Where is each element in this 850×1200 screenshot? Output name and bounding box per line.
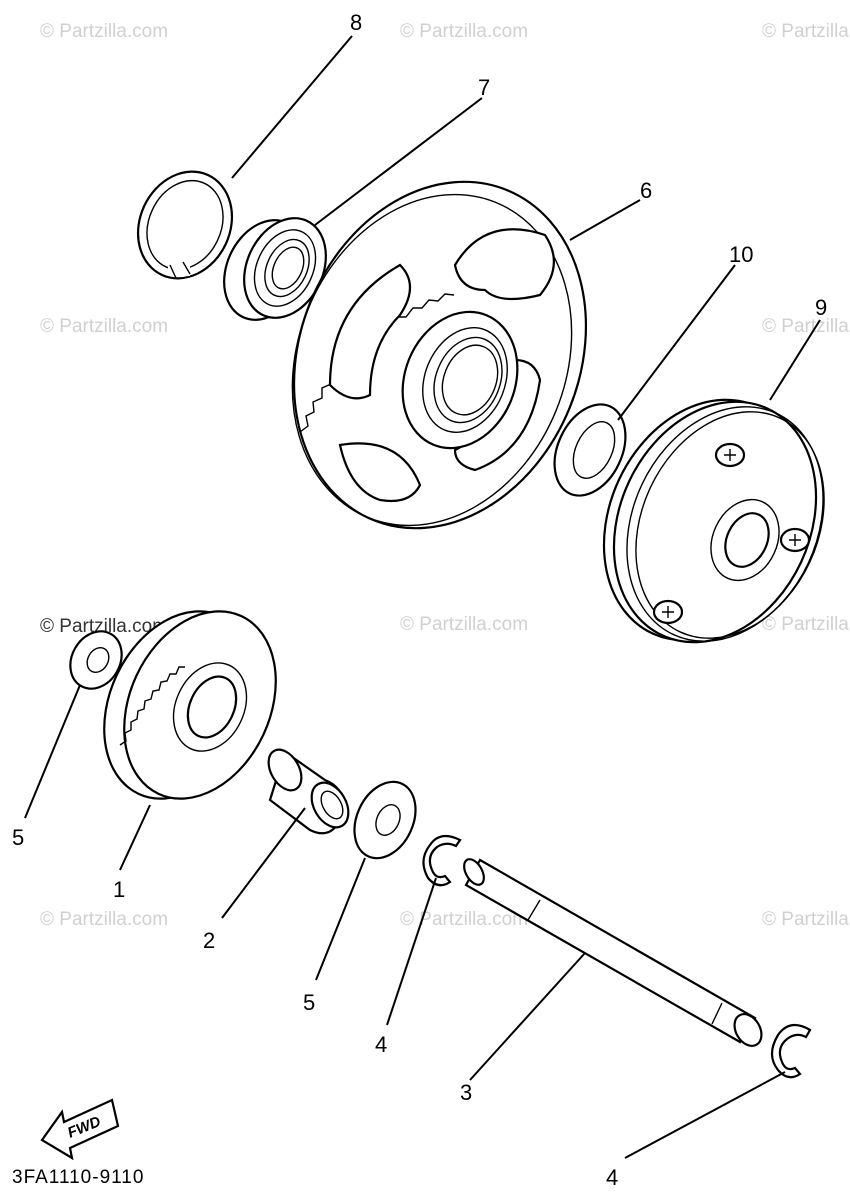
callout-9: 9 <box>815 295 827 320</box>
callout-10: 10 <box>729 242 753 267</box>
part-9-clutch <box>602 398 825 644</box>
screw-icon <box>779 527 811 553</box>
callout-1: 1 <box>113 877 125 902</box>
watermark: © Partzilla.com <box>400 614 528 635</box>
callout-7: 7 <box>478 75 490 100</box>
watermark: © Partzilla.com <box>40 316 168 337</box>
part-2-needle-bearing <box>267 748 350 835</box>
watermark: © Partzilla.com <box>40 21 168 42</box>
watermark: © Partzilla.com <box>762 316 850 337</box>
part-6-starter-gear <box>291 180 588 530</box>
callout-8: 8 <box>350 10 362 35</box>
callout-3: 3 <box>460 1080 472 1105</box>
part-10-washer <box>553 403 627 497</box>
watermark: © Partzilla.com <box>400 909 528 930</box>
part-5-washer <box>353 780 417 860</box>
callout-5: 5 <box>303 990 315 1015</box>
part-8-circlip <box>136 170 234 280</box>
part-1-idler-gear <box>103 610 277 800</box>
callout-5: 5 <box>12 825 24 850</box>
watermark: © Partzilla.com <box>40 909 168 930</box>
watermark: © Partzilla.com <box>400 21 528 42</box>
part-4-circlip <box>422 834 462 887</box>
leader-lines <box>24 35 821 1159</box>
part-7-bearing <box>223 217 327 321</box>
watermark: © Partzilla.com <box>762 909 850 930</box>
screw-icon <box>652 599 684 625</box>
fwd-arrow-icon: FWD <box>40 1098 120 1161</box>
part-5-washer <box>69 630 123 690</box>
watermark: © Partzilla.com <box>762 21 850 42</box>
part-4-circlip <box>770 1023 812 1079</box>
screw-icon <box>714 442 746 468</box>
watermark: © Partzilla.com <box>762 614 850 635</box>
part-3-shaft <box>463 858 763 1047</box>
callout-2: 2 <box>203 928 215 953</box>
callout-4: 4 <box>606 1165 618 1190</box>
watermarks: © Partzilla.com © Partzilla.com © Partzi… <box>40 21 850 930</box>
callout-4: 4 <box>375 1032 387 1057</box>
watermark: © Partzilla.com <box>40 616 168 637</box>
diagram-code: 3FA1110-9110 <box>12 1167 144 1188</box>
callout-6: 6 <box>640 178 652 203</box>
callouts: 8 7 6 10 9 5 1 2 5 4 3 4 <box>12 10 827 1190</box>
